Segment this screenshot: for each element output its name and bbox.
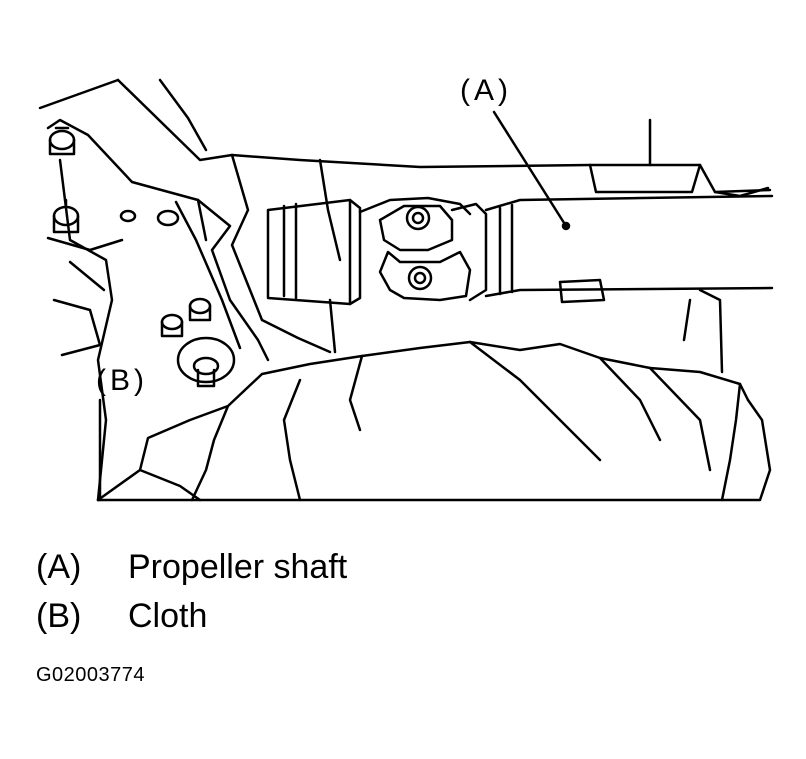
figure-id: G02003774 bbox=[36, 664, 146, 686]
legend-key-b: (B) bbox=[36, 597, 82, 635]
cloth bbox=[96, 340, 772, 502]
transmission-bracket bbox=[46, 118, 270, 502]
legend-row-a: (A) Propeller shaft bbox=[36, 548, 347, 597]
legend-label-b: Cloth bbox=[128, 597, 208, 635]
bolt bbox=[160, 313, 184, 338]
vehicle-underbody bbox=[38, 78, 772, 374]
legend-row-b: (B) Cloth bbox=[36, 597, 347, 646]
bolt bbox=[48, 126, 76, 156]
bolt bbox=[176, 336, 236, 388]
bolts bbox=[48, 126, 236, 388]
bolt bbox=[52, 198, 80, 234]
leader-line-a bbox=[492, 110, 568, 228]
legend-label-a: Propeller shaft bbox=[128, 548, 348, 586]
propeller-shaft-illustration bbox=[38, 78, 774, 502]
legend: (A) Propeller shaft (B) Cloth bbox=[36, 548, 347, 646]
callout-label-a: (A) bbox=[460, 74, 512, 107]
legend-key-a: (A) bbox=[36, 548, 82, 586]
leader-dot-a bbox=[561, 221, 571, 231]
callout-leaders bbox=[98, 110, 571, 502]
propeller-shaft bbox=[266, 194, 774, 306]
callout-label-b: (B) bbox=[96, 364, 148, 397]
bolt bbox=[188, 297, 212, 322]
